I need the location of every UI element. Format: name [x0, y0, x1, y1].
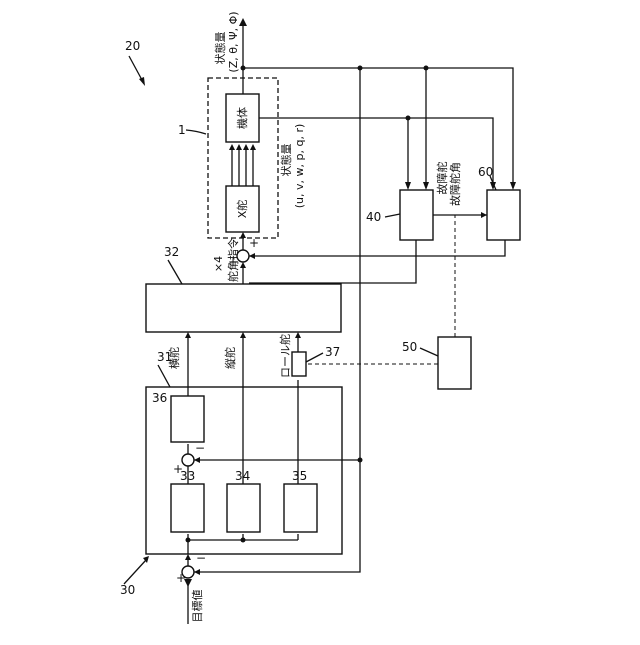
top-bus-node-243 — [241, 66, 246, 71]
block60-feedback-arrow — [249, 253, 255, 259]
yaw-sum-minus: − — [195, 441, 205, 455]
block-40 — [400, 190, 433, 240]
block-40-label: 40 — [366, 210, 381, 224]
block60-feedback — [249, 240, 505, 256]
state-top-vars: (Z, θ, Ψ, Φ) — [227, 11, 240, 72]
ref-50-leader — [420, 348, 438, 356]
figure-ref-1: 1 — [178, 123, 186, 137]
state-output-arrow — [239, 18, 247, 26]
block-36-label: 36 — [152, 391, 167, 405]
block-35-label: 35 — [292, 469, 307, 483]
pitch-output-arrow — [240, 332, 246, 338]
xrudder-to-body-2-arrow — [236, 144, 242, 150]
ref-37-leader — [306, 353, 323, 362]
state-mid-vars: (u, v, w, p, q, r) — [293, 124, 306, 209]
ref-40-leader — [385, 214, 400, 217]
body-label: 機体 — [235, 107, 249, 129]
block-37 — [292, 352, 306, 376]
input-to-controller-arrow — [185, 554, 191, 560]
top-bus-arrow-60 — [510, 182, 516, 190]
roll-output-arrow — [295, 332, 301, 338]
figure-ref-30: 30 — [120, 583, 135, 597]
ref-32-leader — [168, 260, 182, 284]
fault-rudder-label: 故障舵 — [435, 162, 449, 195]
block-37-label: 37 — [325, 345, 340, 359]
block-33 — [171, 484, 204, 532]
block40-to-block60-arrow — [481, 212, 487, 218]
xrudder-to-body-4-arrow — [250, 144, 256, 150]
ref-20-leader — [129, 56, 142, 80]
xrudder-to-body-3-arrow — [243, 144, 249, 150]
block-32-label: 32 — [164, 245, 179, 259]
pitch-rudder-label: 縦舵 — [223, 347, 237, 369]
yaw-rudder-label: 横舵 — [167, 347, 181, 369]
feedback-arrow — [194, 569, 200, 575]
plant-sum-plus-left: + — [228, 255, 238, 269]
mid-bus-arrow-40 — [405, 182, 411, 190]
command-arrow — [240, 262, 246, 268]
command-x4-label: ×4 — [212, 256, 225, 272]
xrudder-label: X舵 — [235, 200, 249, 219]
plant-sum-junction — [237, 250, 249, 262]
yaw-sum-junction — [182, 454, 194, 466]
block-36 — [171, 396, 204, 442]
state-mid-label: 状態量 — [279, 144, 293, 177]
block-50 — [438, 337, 471, 389]
ref-1-leader — [186, 130, 206, 134]
block-35 — [284, 484, 317, 532]
target-value-label: 目標値 — [190, 590, 204, 623]
ref-30-leader — [124, 560, 146, 584]
yaw-output-arrow — [185, 332, 191, 338]
block-60 — [487, 190, 520, 240]
input-sum-plus: + — [176, 571, 186, 585]
block40-feedback — [249, 240, 416, 283]
roll-rudder-label: ロール舵 — [278, 334, 292, 378]
yaw-sum-plus: + — [173, 462, 183, 476]
fault-angle-label: 故障舵角 — [448, 162, 462, 206]
top-bus-arrow-40 — [423, 182, 429, 190]
state-top-label: 状態量 — [213, 32, 227, 65]
block-32 — [146, 284, 341, 332]
ref-20-arrowhead — [139, 77, 145, 86]
xrudder-to-body-1-arrow — [229, 144, 235, 150]
block-34 — [227, 484, 260, 532]
figure-ref-20: 20 — [125, 39, 140, 53]
block-50-label: 50 — [402, 340, 417, 354]
input-sum-minus: − — [196, 551, 206, 565]
sum-to-xrudder-arrow — [240, 232, 246, 238]
